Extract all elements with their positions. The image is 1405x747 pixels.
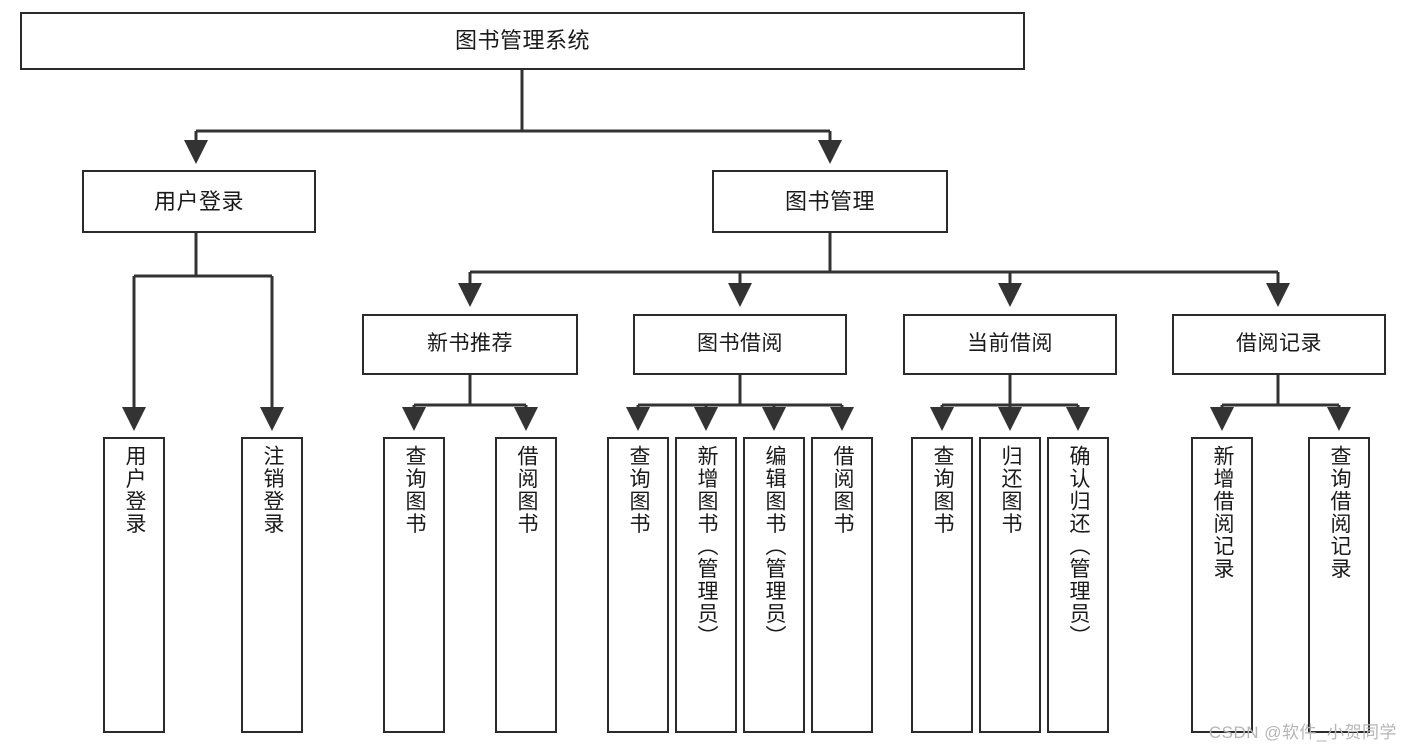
watermark-text: CSDN @软件_小贺同学 — [1208, 723, 1397, 742]
node-label: 新增借阅记录 — [1211, 445, 1235, 580]
leaf-book-borrow-edit-book-admin[interactable]: 编辑图书（管理员） — [743, 437, 805, 733]
leaf-new-book-query-book[interactable]: 查询图书 — [383, 437, 445, 733]
node-label: 确认归还（管理员） — [1067, 445, 1091, 648]
node-borrow-record[interactable]: 借阅记录 — [1172, 314, 1386, 375]
node-user-login[interactable]: 用户登录 — [82, 170, 316, 233]
node-label: 图书借阅 — [697, 332, 783, 356]
leaf-new-book-borrow-book[interactable]: 借阅图书 — [495, 437, 557, 733]
node-label: 编辑图书（管理员） — [763, 445, 787, 648]
node-label: 归还图书 — [999, 445, 1023, 535]
node-label: 新书推荐 — [427, 332, 513, 356]
node-label: 借阅记录 — [1236, 332, 1322, 356]
node-label: 查询图书 — [627, 445, 651, 535]
node-label: 查询图书 — [931, 445, 955, 535]
node-root-book-management-system[interactable]: 图书管理系统 — [20, 12, 1025, 70]
leaf-user-login-logout[interactable]: 注销登录 — [241, 437, 303, 733]
node-label: 注销登录 — [261, 445, 285, 535]
leaf-current-borrow-confirm-return-admin[interactable]: 确认归还（管理员） — [1047, 437, 1109, 733]
leaf-borrow-record-query-record[interactable]: 查询借阅记录 — [1308, 437, 1370, 733]
node-book-borrow[interactable]: 图书借阅 — [633, 314, 847, 375]
node-label: 查询图书 — [403, 445, 427, 535]
node-label: 借阅图书 — [831, 445, 855, 535]
node-label: 图书管理系统 — [454, 28, 590, 54]
node-label: 新增图书（管理员） — [695, 445, 719, 648]
node-label: 用户登录 — [153, 188, 244, 214]
node-new-book-recommend[interactable]: 新书推荐 — [362, 314, 578, 375]
node-book-management[interactable]: 图书管理 — [712, 170, 948, 233]
leaf-book-borrow-query-book[interactable]: 查询图书 — [607, 437, 669, 733]
leaf-book-borrow-borrow-book[interactable]: 借阅图书 — [811, 437, 873, 733]
leaf-borrow-record-add-record[interactable]: 新增借阅记录 — [1191, 437, 1253, 733]
node-label: 查询借阅记录 — [1328, 445, 1352, 580]
leaf-current-borrow-return-book[interactable]: 归还图书 — [979, 437, 1041, 733]
node-label: 图书管理 — [784, 188, 875, 214]
leaf-user-login-login[interactable]: 用户登录 — [103, 437, 165, 733]
node-label: 当前借阅 — [967, 332, 1053, 356]
leaf-book-borrow-add-book-admin[interactable]: 新增图书（管理员） — [675, 437, 737, 733]
node-label: 用户登录 — [123, 445, 147, 535]
node-current-borrow[interactable]: 当前借阅 — [903, 314, 1117, 375]
node-label: 借阅图书 — [515, 445, 539, 535]
leaf-current-borrow-query-book[interactable]: 查询图书 — [911, 437, 973, 733]
